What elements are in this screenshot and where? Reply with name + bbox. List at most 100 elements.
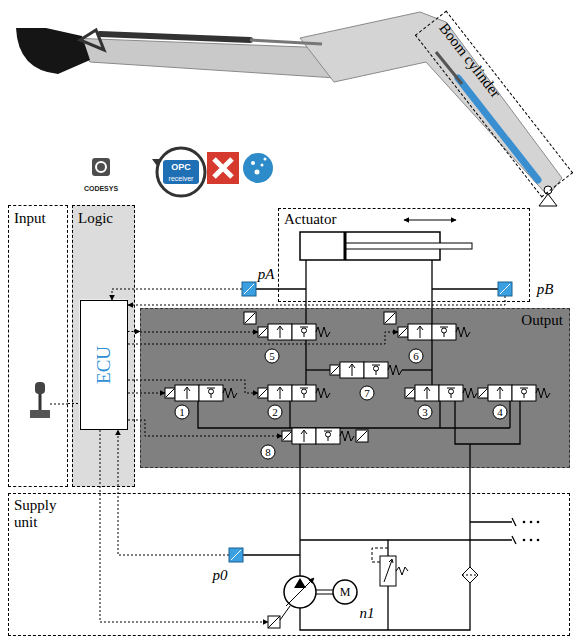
callout-number: 6 xyxy=(413,351,419,362)
software-logos xyxy=(92,148,273,196)
hydraulic-line xyxy=(509,401,510,428)
hydraulic-line xyxy=(305,260,306,385)
joystick-symbol xyxy=(30,410,50,418)
supply-symbols xyxy=(268,616,280,628)
cylinder-symbol xyxy=(345,243,472,249)
supply-symbols xyxy=(462,575,478,576)
signal-name: n1 xyxy=(360,606,375,621)
hydraulic-line xyxy=(256,288,306,289)
region-title: Input xyxy=(14,210,46,227)
callout-number: 7 xyxy=(364,388,370,399)
excavator-illustration xyxy=(16,12,562,206)
software-logos xyxy=(207,152,239,184)
region-title: ECU xyxy=(93,346,115,384)
callout-number: 1 xyxy=(179,407,185,418)
region-title: Boom cylinder xyxy=(435,20,504,101)
callout-number: 3 xyxy=(422,407,428,418)
excavator-illustration xyxy=(250,40,322,44)
excavator-illustration xyxy=(544,186,552,194)
valve-symbol xyxy=(258,385,330,401)
position-sensor xyxy=(245,313,255,323)
callout-circle xyxy=(265,349,279,363)
callout-circle xyxy=(360,386,374,400)
position-sensor xyxy=(385,313,395,323)
software-logos xyxy=(157,148,205,196)
excavator-illustration xyxy=(80,30,104,50)
pressure-sensor xyxy=(229,282,512,562)
panel-fill xyxy=(80,300,128,430)
pressure-sensor xyxy=(498,282,512,296)
callout-circle xyxy=(418,405,432,419)
signal-connector xyxy=(68,403,80,404)
hydraulic-line xyxy=(306,369,330,370)
hydraulic-line xyxy=(300,540,388,556)
excavator-illustration xyxy=(300,12,562,196)
callout-number: 2 xyxy=(272,407,278,418)
region-title: Actuator xyxy=(284,211,336,228)
valve-symbol xyxy=(398,324,470,340)
supply-symbols xyxy=(280,606,290,620)
supply-symbols xyxy=(294,578,306,588)
valve-symbol xyxy=(282,428,354,444)
pressure-sensor xyxy=(229,548,243,562)
region-frame: Actuator xyxy=(278,208,530,302)
valve-symbol xyxy=(330,362,402,378)
supply-symbols xyxy=(380,556,396,586)
position-sensor xyxy=(357,431,367,441)
software-logos xyxy=(264,158,267,161)
callout-circle xyxy=(409,349,423,363)
hydraulic-line xyxy=(432,288,498,289)
software-logos xyxy=(251,161,255,165)
valve-symbol xyxy=(478,385,550,401)
signal-name: pB xyxy=(537,282,554,297)
position-sensor xyxy=(244,312,256,324)
continuation-dots xyxy=(523,521,526,524)
cylinder-symbol xyxy=(404,220,456,221)
callout-circle xyxy=(175,405,189,419)
hydraulic-line xyxy=(388,539,512,540)
hydraulic-line xyxy=(243,554,300,555)
callout-circle xyxy=(261,445,275,459)
signal-line xyxy=(100,289,505,622)
region-frame: LogicECU xyxy=(72,205,135,487)
pressure-sensor xyxy=(231,550,241,560)
hydraulic-line xyxy=(455,401,520,444)
output-panel: Output xyxy=(140,308,570,468)
region-frame: Boom cylinder xyxy=(415,11,573,198)
hydraulic-line xyxy=(198,401,510,428)
callout-number: 8 xyxy=(265,447,271,458)
region-title: Output xyxy=(521,312,563,329)
hydraulic-line xyxy=(470,521,512,522)
supply-symbols xyxy=(462,567,478,583)
region-title: Supply unit xyxy=(14,497,72,532)
excavator-illustration xyxy=(70,38,336,78)
signal-line xyxy=(100,430,268,622)
continuation-dots xyxy=(537,539,540,542)
continuation-dots xyxy=(537,521,540,524)
signal-name: p0 xyxy=(213,568,228,583)
excavator-illustration xyxy=(100,34,250,40)
supply-symbols xyxy=(268,548,478,628)
software-logos xyxy=(163,160,199,184)
supply-symbols xyxy=(384,559,393,582)
valve-symbol xyxy=(165,324,550,444)
cylinder-symbol xyxy=(344,232,347,260)
hydraulic-line xyxy=(402,369,432,370)
hydraulic-line xyxy=(300,583,470,630)
software-logos xyxy=(255,170,260,175)
signal-line xyxy=(140,332,258,333)
callout-number: 4 xyxy=(497,407,503,418)
logo-text: receiver xyxy=(169,175,194,182)
joystick-symbol xyxy=(30,382,68,418)
signal-connector xyxy=(128,331,141,332)
valve-symbol xyxy=(258,324,330,340)
supply-symbols xyxy=(333,580,357,604)
supply-symbols xyxy=(284,576,316,608)
panel-fill xyxy=(140,308,570,468)
hydraulic-line xyxy=(198,260,520,630)
position-sensor xyxy=(356,430,368,442)
software-logos xyxy=(261,164,264,167)
supply-symbols xyxy=(286,578,314,606)
